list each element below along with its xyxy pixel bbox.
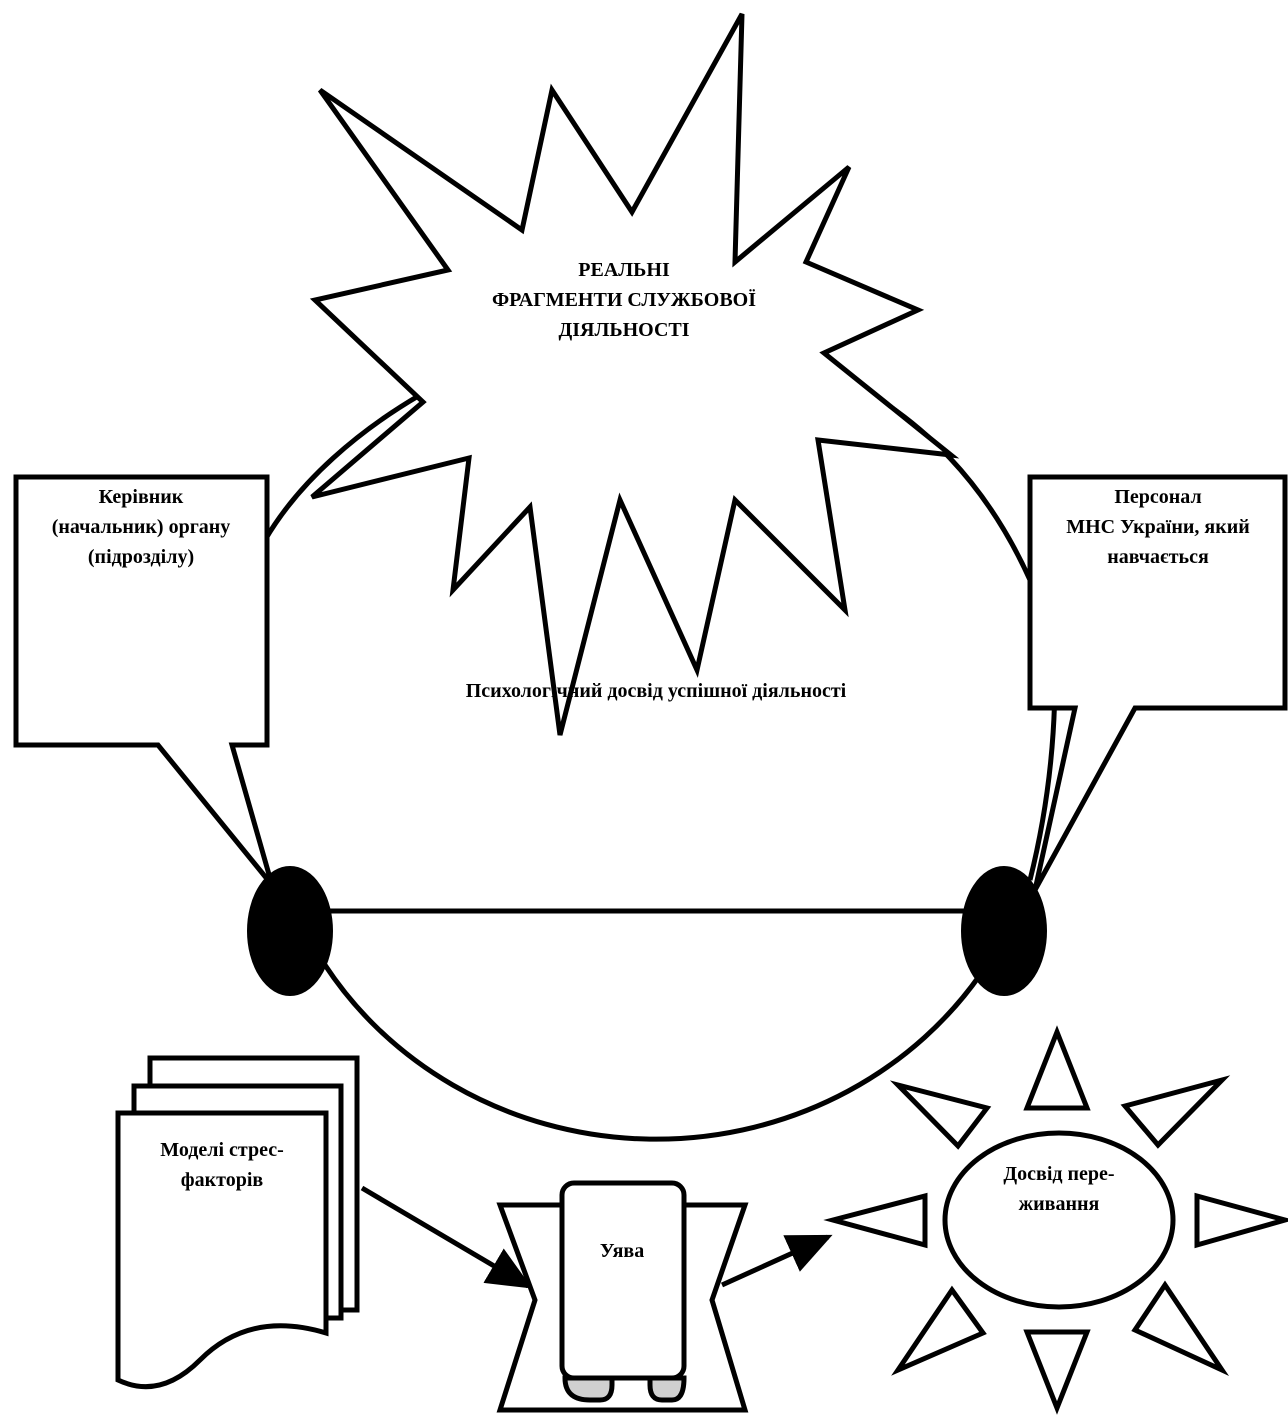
sun-ray-bottom-right: [1131, 1280, 1230, 1376]
documents-stack: Моделі стрес- факторів: [115, 1055, 360, 1390]
sun-shape: Досвід пере- живання: [823, 1025, 1288, 1415]
sun-line2: живання: [1019, 1193, 1100, 1215]
right-callout-line2: МНС України, який: [1066, 516, 1250, 538]
sun-ray-left: [823, 1192, 928, 1249]
left-callout-line2: (начальник) органу: [52, 516, 231, 538]
sun-ray-bottom: [1023, 1329, 1091, 1415]
right-callout: Персонал МНС України, який навчається: [1027, 474, 1288, 892]
right-node: [961, 866, 1047, 996]
sun-ray-right: [1194, 1192, 1288, 1249]
starburst-line3: ДІЯЛЬНОСТІ: [558, 319, 689, 341]
sun-ray-bottom-left: [891, 1285, 987, 1376]
scroll-shape: Уява: [496, 1180, 749, 1413]
right-callout-line3: навчається: [1107, 546, 1209, 568]
sun-ray-top-right: [1120, 1075, 1231, 1149]
center-label: Психологічний досвід успішної діяльності: [466, 680, 847, 702]
left-callout-line1: Керівник: [99, 486, 184, 508]
sun-ray-top-left: [889, 1080, 992, 1150]
left-node: [247, 866, 333, 996]
starburst-line2: ФРАГМЕНТИ СЛУЖБОВОЇ: [492, 288, 756, 311]
main-ellipse: [322, 963, 983, 1142]
scroll-label: Уява: [600, 1240, 644, 1262]
arrow-to-scroll: [360, 1185, 533, 1289]
right-callout-line1: Персонал: [1114, 486, 1201, 508]
left-callout-line3: (підрозділу): [88, 546, 194, 568]
left-callout: Керівник (начальник) органу (підрозділу): [13, 474, 275, 887]
documents-line2: факторів: [181, 1169, 264, 1191]
sun-ray-top: [1023, 1025, 1091, 1111]
starburst: РЕАЛЬНІ ФРАГМЕНТИ СЛУЖБОВОЇ ДІЯЛЬНОСТІ: [309, 12, 960, 736]
arrow-to-sun: [720, 1234, 833, 1288]
starburst-line1: РЕАЛЬНІ: [578, 259, 670, 281]
sun-line1: Досвід пере-: [1003, 1163, 1114, 1185]
documents-line1: Моделі стрес-: [160, 1139, 284, 1161]
